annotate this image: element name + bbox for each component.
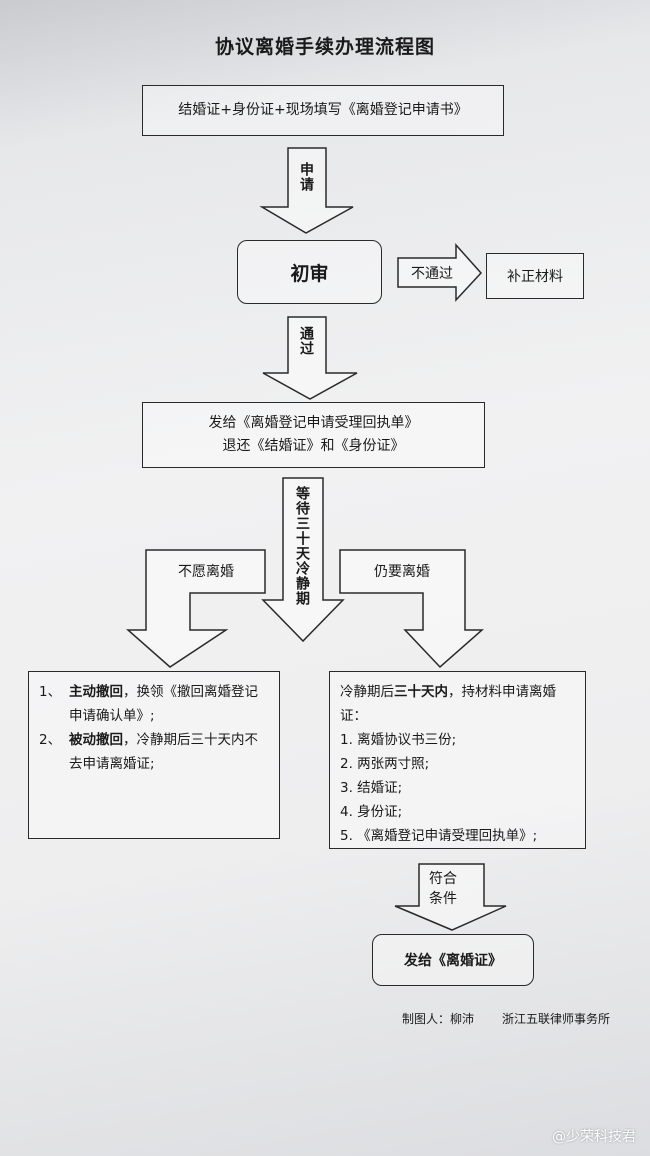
footer-author: 制图人：柳沛 bbox=[402, 1012, 475, 1026]
materials-item: 1. 离婚协议书三份; bbox=[340, 732, 457, 748]
apply-certificate-box: 冷静期后三十天内，持材料申请离婚证： 1. 离婚协议书三份; 2. 两张两寸照;… bbox=[329, 671, 586, 849]
review-text: 初审 bbox=[290, 262, 329, 285]
arrow-unwilling-label: 不愿离婚 bbox=[178, 564, 234, 580]
arrow-wait bbox=[261, 477, 345, 643]
intro-bold: 三十天内 bbox=[394, 684, 448, 700]
receipt-line-1: 发给《离婚登记申请受理回执单》 bbox=[208, 415, 419, 431]
review-box: 初审 bbox=[237, 240, 382, 304]
final-certificate-box: 发给《离婚证》 bbox=[372, 934, 534, 986]
arrow-pass-label: 通过 bbox=[298, 326, 314, 356]
supplement-text: 补正材料 bbox=[507, 269, 563, 285]
materials-item: 2. 两张两寸照; bbox=[340, 756, 430, 772]
arrow-apply-label: 申请 bbox=[298, 162, 314, 192]
watermark: @少荣科技君 bbox=[552, 1129, 636, 1145]
arrow-still-label: 仍要离婚 bbox=[374, 564, 430, 580]
arrow-still bbox=[339, 549, 484, 669]
arrow-unwilling bbox=[126, 549, 266, 668]
step-documents-box: 结婚证+身份证+现场填写《离婚登记申请书》 bbox=[142, 85, 504, 136]
intro-pre: 冷静期后 bbox=[340, 684, 394, 700]
arrow-wait-label: 等待三十天冷静期 bbox=[294, 486, 310, 606]
withdraw-box: 1、主动撤回，换领《撤回离婚登记申请确认单》; 2、被动撤回，冷静期后三十天内不… bbox=[28, 671, 280, 839]
arrow-apply bbox=[259, 147, 354, 234]
withdraw-item-2-bold: 被动撤回 bbox=[69, 732, 123, 748]
supplement-box: 补正材料 bbox=[486, 253, 584, 299]
receipt-box: 发给《离婚登记申请受理回执单》 退还《结婚证》和《身份证》 bbox=[142, 402, 485, 468]
withdraw-item-1-bold: 主动撤回 bbox=[69, 684, 123, 700]
withdraw-item-1-text: ，换领《撤回离婚登记申请确认单》; bbox=[69, 684, 258, 724]
arrow-qualify-label: 符合条件 bbox=[429, 871, 457, 907]
footer-firm: 浙江五联律师事务所 bbox=[502, 1012, 611, 1026]
withdraw-item-2-num: 2、 bbox=[39, 732, 62, 748]
materials-item: 3. 结婚证; bbox=[340, 780, 403, 796]
arrow-pass bbox=[262, 316, 358, 400]
withdraw-item-2-text: ，冷静期后三十天内不去申请离婚证; bbox=[69, 732, 258, 772]
withdraw-item-2: 2、被动撤回，冷静期后三十天内不去申请离婚证; bbox=[39, 728, 269, 776]
withdraw-item-1: 1、主动撤回，换领《撤回离婚登记申请确认单》; bbox=[39, 680, 269, 728]
step-documents-text: 结婚证+身份证+现场填写《离婚登记申请书》 bbox=[178, 102, 468, 118]
materials-item: 4. 身份证; bbox=[340, 804, 403, 820]
materials-list: 1. 离婚协议书三份; 2. 两张两寸照; 3. 结婚证; 4. 身份证; 5.… bbox=[340, 728, 575, 848]
page-title: 协议离婚手续办理流程图 bbox=[214, 36, 435, 58]
arrow-qualify bbox=[394, 863, 507, 931]
arrow-fail-label: 不通过 bbox=[411, 266, 453, 282]
materials-item: 5. 《离婚登记申请受理回执单》; bbox=[340, 828, 538, 844]
intro-post: ，持材料申请离婚证： bbox=[340, 684, 556, 724]
apply-certificate-intro: 冷静期后三十天内，持材料申请离婚证： bbox=[340, 680, 575, 728]
final-certificate-text: 发给《离婚证》 bbox=[404, 953, 502, 969]
withdraw-item-1-num: 1、 bbox=[39, 684, 62, 700]
receipt-line-2: 退还《结婚证》和《身份证》 bbox=[222, 438, 405, 454]
arrow-fail bbox=[397, 243, 483, 302]
